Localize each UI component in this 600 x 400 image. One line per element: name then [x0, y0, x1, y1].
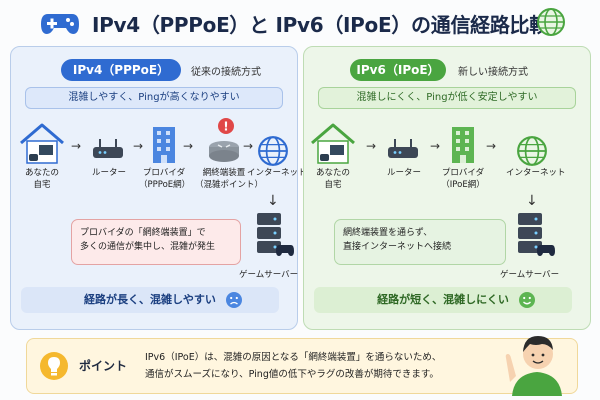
arrow-icon: → [133, 139, 144, 153]
page-title: IPv4（PPPoE）と IPv6（IPoE）の通信経路比較 [92, 13, 549, 37]
point-text: IPv6（IPoE）は、混雑の原因となる「網終端装置」を通らないため、 通信がス… [145, 352, 442, 380]
ipv4-server-label: ゲームサーバー [239, 270, 299, 280]
ipv4-router-label: ルーター [91, 168, 126, 178]
arrow-icon: → [430, 139, 441, 153]
title-bar: IPv4（PPPoE）と IPv6（IPoE）の通信経路比較 [0, 0, 600, 44]
arrow-icon: → [486, 139, 497, 153]
router-icon [386, 137, 420, 161]
ipv6-banner: 混雑しにくく、Pingが低く安定しやすい [318, 87, 576, 109]
ipv4-subtitle: 従来の接続方式 [191, 67, 261, 78]
server-icon [255, 211, 295, 259]
ipv4-banner: 混雑しやすく、Pingが高くなりやすい [25, 87, 283, 109]
svg-text:!: ! [223, 120, 228, 134]
ipv4-pill: IPv4（PPPoE） [61, 59, 181, 81]
building-icon [450, 125, 476, 165]
server-icon [516, 211, 556, 259]
ipv6-bottom-bar: 経路が短く、混雑しにくい [314, 287, 572, 313]
ipv4-bottom-bar: 経路が長く、混雑しやすい [21, 287, 279, 313]
globe-icon [537, 8, 565, 36]
ipv6-provider-label: プロバイダ （IPoE網） [441, 168, 485, 190]
sad-face-icon [226, 292, 242, 308]
router-icon [91, 137, 125, 161]
gamepad-icon [41, 14, 79, 34]
ipv4-home-label: あなたの 自宅 [24, 168, 59, 190]
alert-icon: ! [217, 117, 235, 135]
ipv4-callout: プロバイダの「網終端装置」で 多くの通信が集中し、混雑が発生 [71, 219, 241, 265]
ipv4-provider-label: プロバイダ （PPPoE網） [139, 168, 191, 190]
ipv4-terminal-label: 網終端装置 （混雑ポイント） [195, 168, 264, 190]
globe-icon [257, 135, 289, 167]
arrow-icon: → [366, 139, 377, 153]
bulb-icon [40, 352, 68, 380]
ipv4-internet-label: インターネット [247, 168, 307, 178]
building-icon [151, 125, 177, 165]
ipv6-router-label: ルーター [386, 168, 421, 178]
smile-face-icon [519, 292, 535, 308]
house-icon [308, 121, 358, 165]
ipv6-callout: 網終端装置を通らず、 直接インターネットへ接続 [334, 219, 506, 265]
globe-icon [516, 135, 548, 167]
ipv6-server-label: ゲームサーバー [500, 270, 560, 280]
ipv6-subtitle: 新しい接続方式 [458, 67, 528, 78]
ipv6-home-label: あなたの 自宅 [315, 168, 350, 190]
ipv4-panel: IPv4（PPPoE） 従来の接続方式 混雑しやすく、Pingが高くなりやすい … [10, 46, 307, 330]
arrow-icon: → [243, 139, 254, 153]
ipv6-internet-label: インターネット [506, 168, 566, 178]
person-illustration [505, 336, 562, 396]
terminal-device-icon [207, 139, 241, 163]
point-box: ポイント IPv6（IPoE）は、混雑の原因となる「網終端装置」を通らないため、… [26, 338, 578, 394]
arrow-icon: → [71, 139, 82, 153]
arrow-down-icon: ↓ [526, 193, 538, 209]
ipv6-pill: IPv6（IPoE） [350, 59, 446, 81]
arrow-down-icon: ↓ [267, 193, 279, 209]
ipv6-panel: IPv6（IPoE） 新しい接続方式 混雑しにくく、Pingが低く安定しやすい … [303, 46, 591, 330]
arrow-icon: → [183, 139, 194, 153]
house-icon [17, 121, 67, 165]
point-label: ポイント [79, 359, 128, 373]
